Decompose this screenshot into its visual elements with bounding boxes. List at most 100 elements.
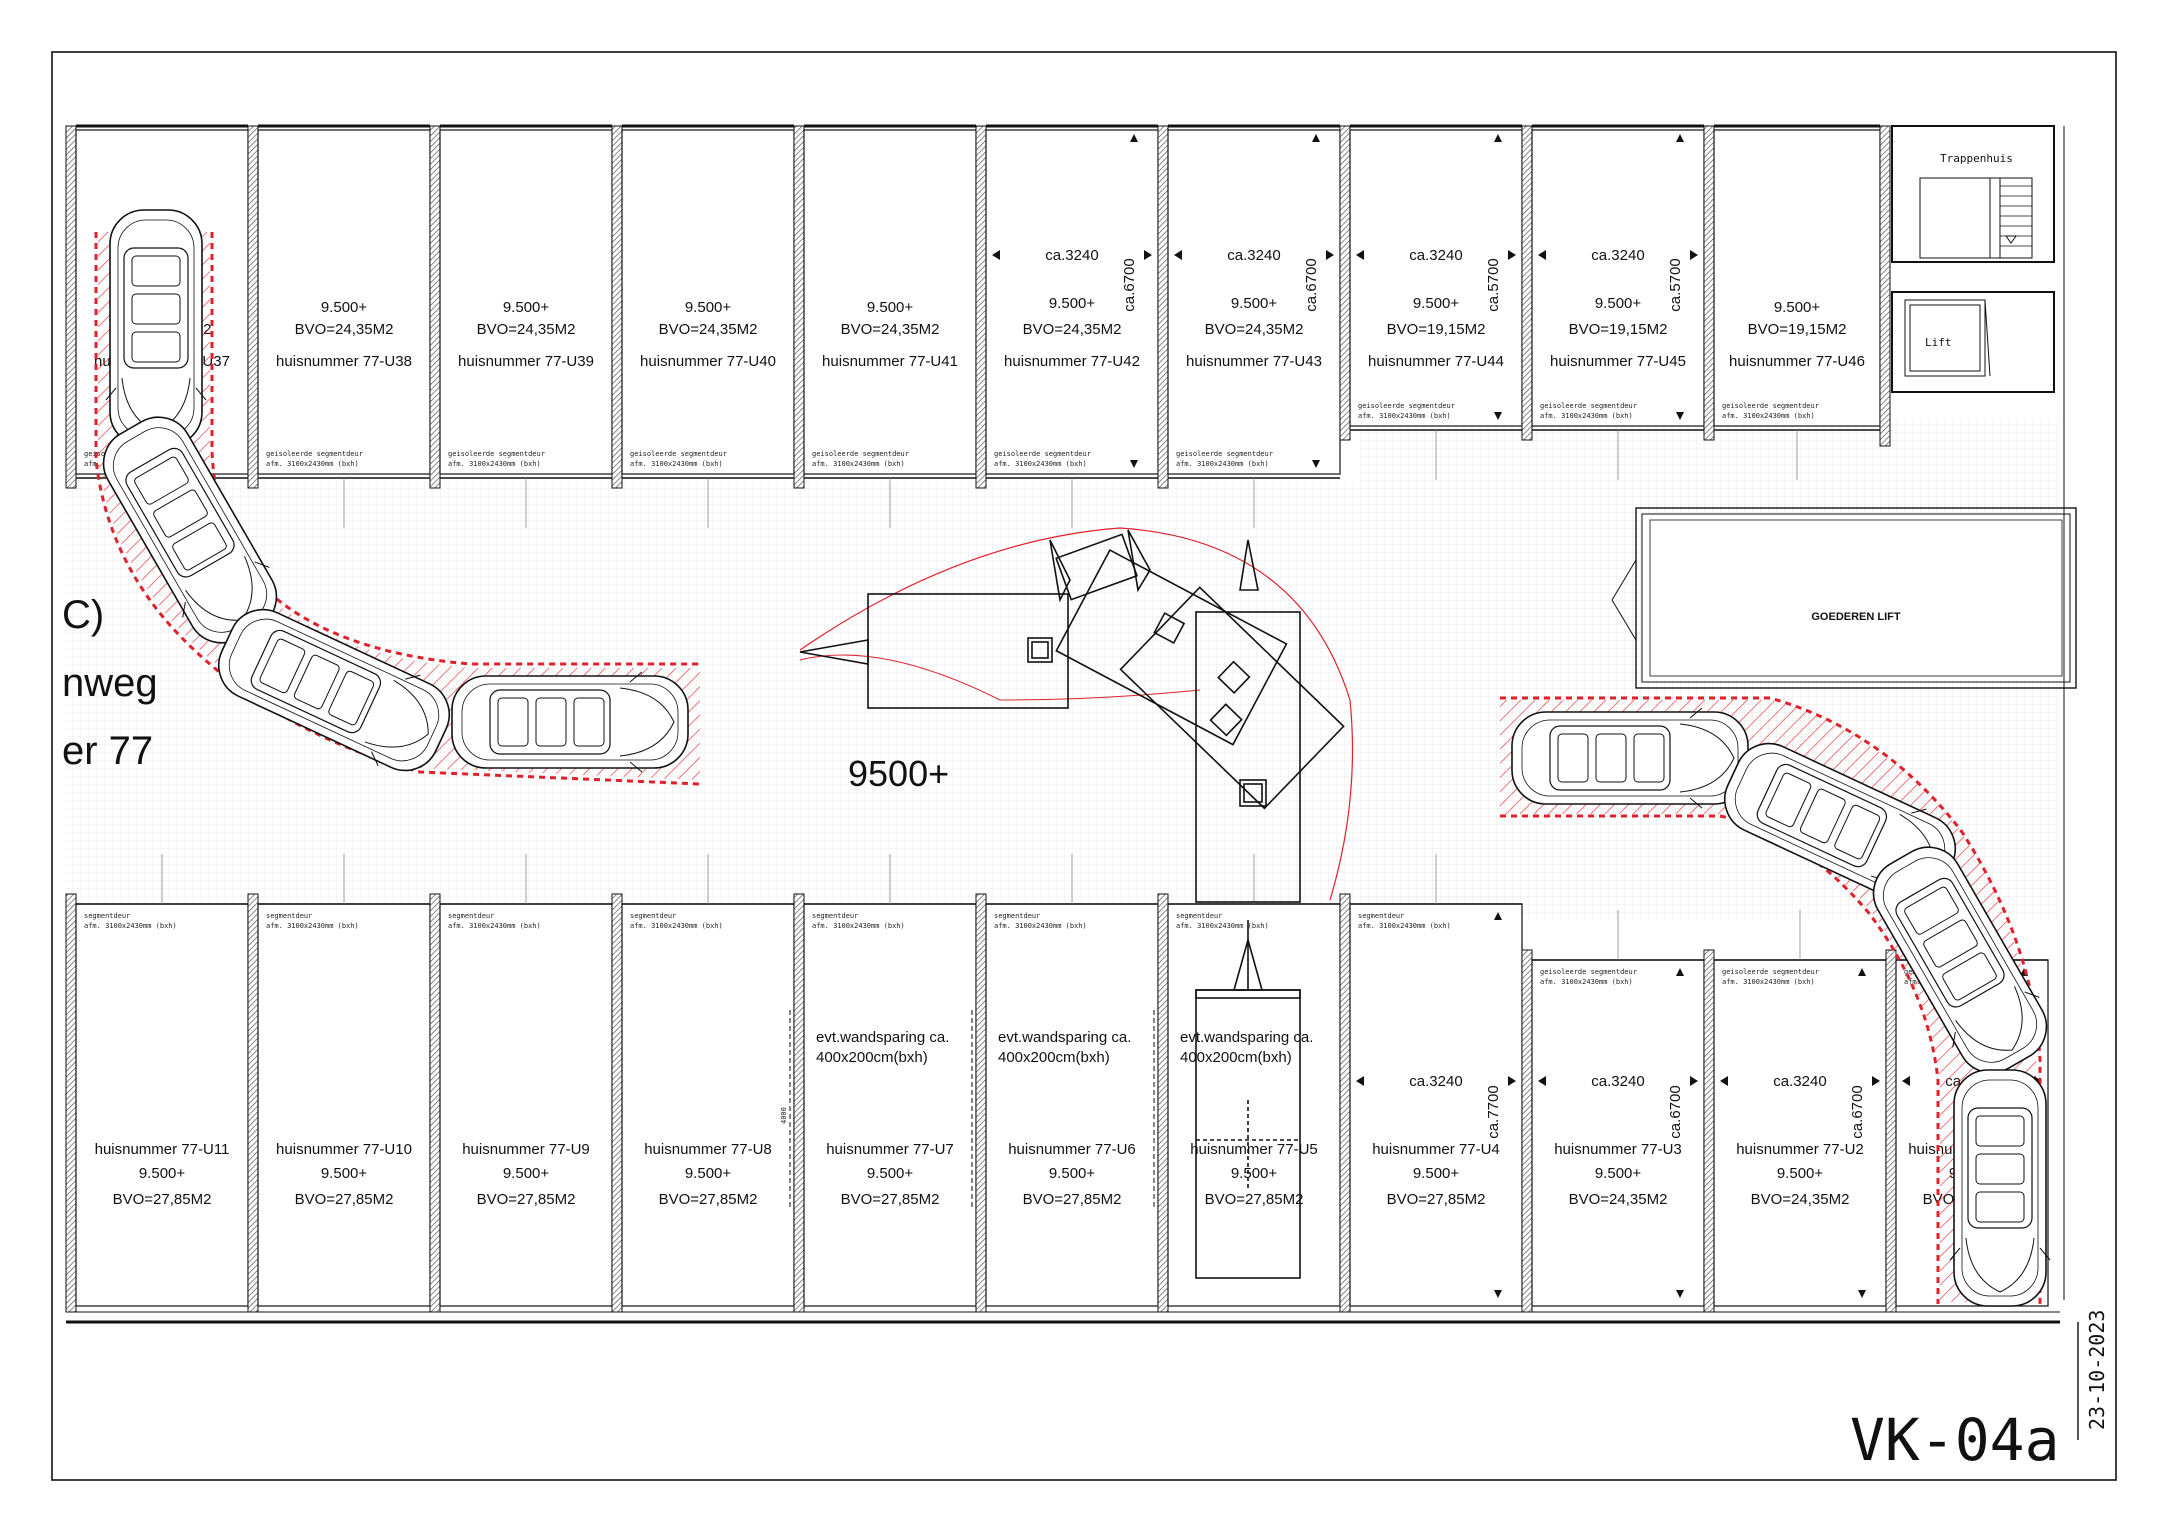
- goods-lift: GOEDEREN LIFT: [1611, 507, 2077, 689]
- door-size: afm. 3100x2430mm (bxh): [1540, 978, 1633, 986]
- door-size: afm. 3100x2430mm (bxh): [812, 922, 905, 930]
- date-label: 23-10-2023: [2085, 1310, 2109, 1430]
- bay-area-label: BVO=24,35M2: [841, 321, 940, 338]
- bay-height-label: 9.500+: [1413, 1165, 1460, 1182]
- door-spec: geisoleerde segmentdeur: [448, 450, 545, 458]
- trailer-manoeuvre: [799, 527, 1354, 1279]
- bay-height-label: 9.500+: [1049, 1165, 1096, 1182]
- door-size: afm. 3100x2430mm (bxh): [1722, 412, 1815, 420]
- bay-area-label: BVO=27,85M2: [477, 1191, 576, 1208]
- door-size: afm. 3100x2430mm (bxh): [266, 922, 359, 930]
- bay-depth-label: ca.5700: [1485, 258, 1502, 311]
- address-line-1: C): [62, 593, 104, 637]
- trailer-body-vertical: [1195, 611, 1301, 903]
- bay-height-label: 9.500+: [685, 299, 732, 316]
- bay-width-label: ca.3240: [1591, 1073, 1644, 1090]
- bay-unit-id: huisnummer 77-U6: [1008, 1141, 1136, 1158]
- bay-area-label: BVO=19,15M2: [1748, 321, 1847, 338]
- door-size: afm. 3100x2430mm (bxh): [812, 460, 905, 468]
- bay-unit-id: huisnummer 77-U43: [1186, 353, 1322, 370]
- door-spec: geisoleerde segmentdeur: [812, 450, 909, 458]
- bay-unit-id: huisnummer 77-U41: [822, 353, 958, 370]
- door-spec: geisoleerde segmentdeur: [1722, 402, 1819, 410]
- bottom-bay-row: segmentdeur afm. 3100x2430mm (bxh) huisnum…: [65, 854, 2049, 1313]
- bay-unit-id: huisnummer 77-U38: [276, 353, 412, 370]
- bay-area-label: BVO=27,85M2: [1205, 1191, 1304, 1208]
- lift-label: Lift: [1925, 336, 1952, 349]
- bay-unit-id: huisnummer 77-U7: [826, 1141, 954, 1158]
- trailer-body-turned-1: [1055, 548, 1288, 746]
- door-size: afm. 3100x2430mm (bxh): [630, 922, 723, 930]
- bay-height-label: 9.500+: [1595, 295, 1642, 312]
- bay-height-label: 9.500+: [1413, 295, 1460, 312]
- wall-opening-size: 400x200cm(bxh): [1180, 1049, 1292, 1066]
- bay-area-label: BVO=27,85M2: [1387, 1191, 1486, 1208]
- car-outline: [1872, 846, 2048, 1074]
- stairwell: Trappenhuis: [1891, 125, 2055, 263]
- bay-width-label: ca.3240: [1409, 247, 1462, 264]
- bay-unit-id: huisnummer 77-U45: [1550, 353, 1686, 370]
- door-size: afm. 3100x2430mm (bxh): [1176, 460, 1269, 468]
- bay-area-label: BVO=27,85M2: [113, 1191, 212, 1208]
- bay-depth-label: ca.5700: [1667, 258, 1684, 311]
- car-outlines: [102, 209, 2051, 1307]
- wall-opening-size: 400x200cm(bxh): [998, 1049, 1110, 1066]
- car-outline: [1511, 707, 1749, 809]
- door-spec: geisoleerde segmentdeur: [1358, 402, 1455, 410]
- address-line-2: nweg: [62, 661, 158, 705]
- door-size: afm. 3100x2430mm (bxh): [994, 922, 1087, 930]
- door-size: afm. 3100x2430mm (bxh): [1540, 412, 1633, 420]
- goods-lift-label: GOEDEREN LIFT: [1811, 611, 1901, 623]
- bay-height-label: 9.500+: [1595, 1165, 1642, 1182]
- bay-unit-id: huisnummer 77-U46: [1729, 353, 1865, 370]
- door-size: afm. 3100x2430mm (bxh): [448, 922, 541, 930]
- bay-unit-id: huisnummer 77-U2: [1736, 1141, 1864, 1158]
- bay-depth-label: ca.6700: [1667, 1085, 1684, 1138]
- door-spec: geisoleerde segmentdeur: [1540, 402, 1637, 410]
- wall-opening-size: 400x200cm(bxh): [816, 1049, 928, 1066]
- door-spec: segmentdeur: [448, 912, 494, 920]
- bay-area-label: BVO=24,35M2: [1569, 1191, 1668, 1208]
- top-bay: ca.3240ca.57009.500+BVO=19,15M2huisnumme…: [1521, 124, 1705, 480]
- bay-area-label: BVO=24,35M2: [1751, 1191, 1850, 1208]
- bay-height-label: 9.500+: [867, 1165, 914, 1182]
- bay-unit-id: huisnummer 77-U44: [1368, 353, 1504, 370]
- bay-unit-id: huisnummer 77-U40: [640, 353, 776, 370]
- top-bay: ca.3240ca.67009.500+BVO=24,35M2huisnumme…: [975, 124, 1159, 528]
- car-outline: [451, 671, 689, 773]
- bay-height-label: 9.500+: [1774, 299, 1821, 316]
- door-size: afm. 3100x2430mm (bxh): [448, 460, 541, 468]
- address-line-3: er 77: [62, 729, 153, 773]
- door-spec: geisoleerde segmentdeur: [266, 450, 363, 458]
- bay-unit-id: huisnummer 77-U10: [276, 1141, 412, 1158]
- door-size: afm. 3100x2430mm (bxh): [266, 460, 359, 468]
- door-spec: segmentdeur: [630, 912, 676, 920]
- bay-height-label: 9.500+: [321, 1165, 368, 1182]
- door-size: afm. 3100x2430mm (bxh): [84, 922, 177, 930]
- bay-width-label: ca.3240: [1773, 1073, 1826, 1090]
- bay-unit-id: huisnummer 77-U4: [1372, 1141, 1500, 1158]
- bay-depth-label: ca.7700: [1485, 1085, 1502, 1138]
- bay-unit-id: huisnummer 77-U11: [95, 1141, 230, 1158]
- bay-depth-label: ca.6700: [1121, 258, 1138, 311]
- lift: Lift: [1891, 291, 2055, 393]
- door-spec: geisoleerde segmentdeur: [630, 450, 727, 458]
- trailer-body-turned-2: [1119, 586, 1345, 810]
- bay-height-label: 9.500+: [867, 299, 914, 316]
- width-label: 9500+: [848, 753, 949, 794]
- stairwell-label: Trappenhuis: [1940, 152, 2013, 165]
- sheet-id: VK-04a: [1850, 1406, 2060, 1474]
- bay-height-label: 9.500+: [685, 1165, 732, 1182]
- car-outline: [105, 209, 207, 447]
- door-spec: geisoleerde segmentdeur: [1176, 450, 1273, 458]
- top-bay: ca.3240ca.57009.500+BVO=19,15M2huisnumme…: [1339, 124, 1523, 480]
- bay-width-label: ca.3240: [1045, 247, 1098, 264]
